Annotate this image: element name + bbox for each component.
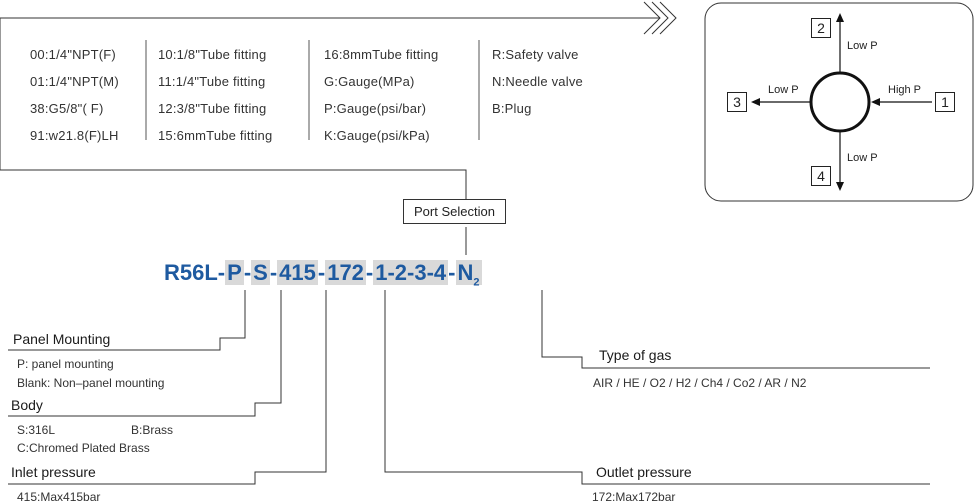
gas-type-desc: AIR / HE / O2 / H2 / Ch4 / Co2 / AR / N2 <box>593 376 807 390</box>
inlet-pressure-desc: 415:Max415bar <box>17 490 101 504</box>
inlet-pressure-title: Inlet pressure <box>11 464 96 480</box>
port-code: 11:1/4"Tube fitting <box>158 74 266 89</box>
port-2-box: 2 <box>811 18 831 38</box>
model-separator: - <box>365 260 374 285</box>
port-code: 10:1/8"Tube fitting <box>158 47 267 62</box>
chevron-1-icon <box>643 1 661 35</box>
panel-mounting-desc-2: Blank: Non–panel mounting <box>17 376 165 390</box>
port-1-box: 1 <box>935 92 955 112</box>
model-gas-subscript: 2 <box>473 276 480 289</box>
port-code: K:Gauge(psi/kPa) <box>324 128 430 143</box>
port-code: 12:3/8"Tube fitting <box>158 101 267 116</box>
body-desc-chromed: C:Chromed Plated Brass <box>17 441 150 455</box>
model-ports-code: 1-2-3-4 <box>373 260 449 285</box>
arrow-left-head-icon <box>751 98 760 106</box>
port-diagram-frame <box>704 2 974 202</box>
body-title: Body <box>11 397 43 413</box>
body-desc-316l: S:316L <box>17 423 56 437</box>
port-code: B:Plug <box>492 101 532 116</box>
model-code: R56L-P-S-415-172-1-2-3-4-N2 <box>164 257 482 289</box>
outlet-pressure-desc: 172:Max172bar <box>592 490 676 504</box>
port-code: 00:1/4"NPT(F) <box>30 47 116 62</box>
gas-connector <box>541 290 930 369</box>
port-code: P:Gauge(psi/bar) <box>324 101 427 116</box>
model-body-code: S <box>251 260 270 285</box>
body-connector <box>8 290 282 417</box>
frame-left-bottom-line <box>0 18 467 199</box>
high-pressure-label: High P <box>888 84 922 96</box>
model-gas-code: N2 <box>455 260 482 289</box>
low-pressure-left-label: Low P <box>768 84 799 96</box>
port-code: N:Needle valve <box>492 74 583 89</box>
panel-mounting-desc-1: P: panel mounting <box>17 357 114 371</box>
chevron-2-icon <box>651 1 669 35</box>
port-codes-col-3: 16:8mmTube fitting G:Gauge(MPa) P:Gauge(… <box>324 41 438 149</box>
port-codes-col-4: R:Safety valve N:Needle valve B:Plug <box>492 41 583 122</box>
model-gas-symbol: N <box>457 260 474 285</box>
port-codes-col-2: 10:1/8"Tube fitting 11:1/4"Tube fitting … <box>158 41 272 149</box>
model-inlet-code: 415 <box>277 260 318 285</box>
chevron-3-icon <box>659 1 677 35</box>
arrow-right-head-icon <box>871 98 880 106</box>
outlet-connector <box>384 290 930 485</box>
port-code: R:Safety valve <box>492 47 579 62</box>
arrow-bottom-head-icon <box>836 182 844 191</box>
port-selection-label: Port Selection <box>403 199 506 224</box>
model-separator: - <box>317 260 326 285</box>
port-code: 38:G5/8"( F) <box>30 101 104 116</box>
body-desc-brass: B:Brass <box>131 423 174 437</box>
model-separator: - <box>269 260 278 285</box>
port-code: 01:1/4"NPT(M) <box>30 74 119 89</box>
port-code: 16:8mmTube fitting <box>324 47 439 62</box>
outlet-pressure-title: Outlet pressure <box>596 464 692 480</box>
model-outlet-code: 172 <box>325 260 366 285</box>
low-pressure-bottom-label: Low P <box>847 152 878 164</box>
model-panel-code: P <box>225 260 244 285</box>
inlet-connector <box>8 290 327 485</box>
port-code: G:Gauge(MPa) <box>324 74 415 89</box>
low-pressure-top-label: Low P <box>847 40 878 52</box>
model-separator: - <box>243 260 252 285</box>
port-3-box: 3 <box>727 92 747 112</box>
port-code: 15:6mmTube fitting <box>158 128 273 143</box>
panel-mounting-title: Panel Mounting <box>13 331 111 347</box>
port-code: 91:w21.8(F)LH <box>30 128 119 143</box>
arrow-top-head-icon <box>836 13 844 22</box>
panel-connector <box>8 290 246 351</box>
regulator-body-circle <box>809 71 871 133</box>
port-4-box: 4 <box>811 166 831 186</box>
port-codes-col-1: 00:1/4"NPT(F) 01:1/4"NPT(M) 38:G5/8"( F)… <box>30 41 119 149</box>
model-separator: - <box>448 260 456 285</box>
model-base: R56L- <box>164 260 226 285</box>
gas-type-title: Type of gas <box>599 347 672 363</box>
